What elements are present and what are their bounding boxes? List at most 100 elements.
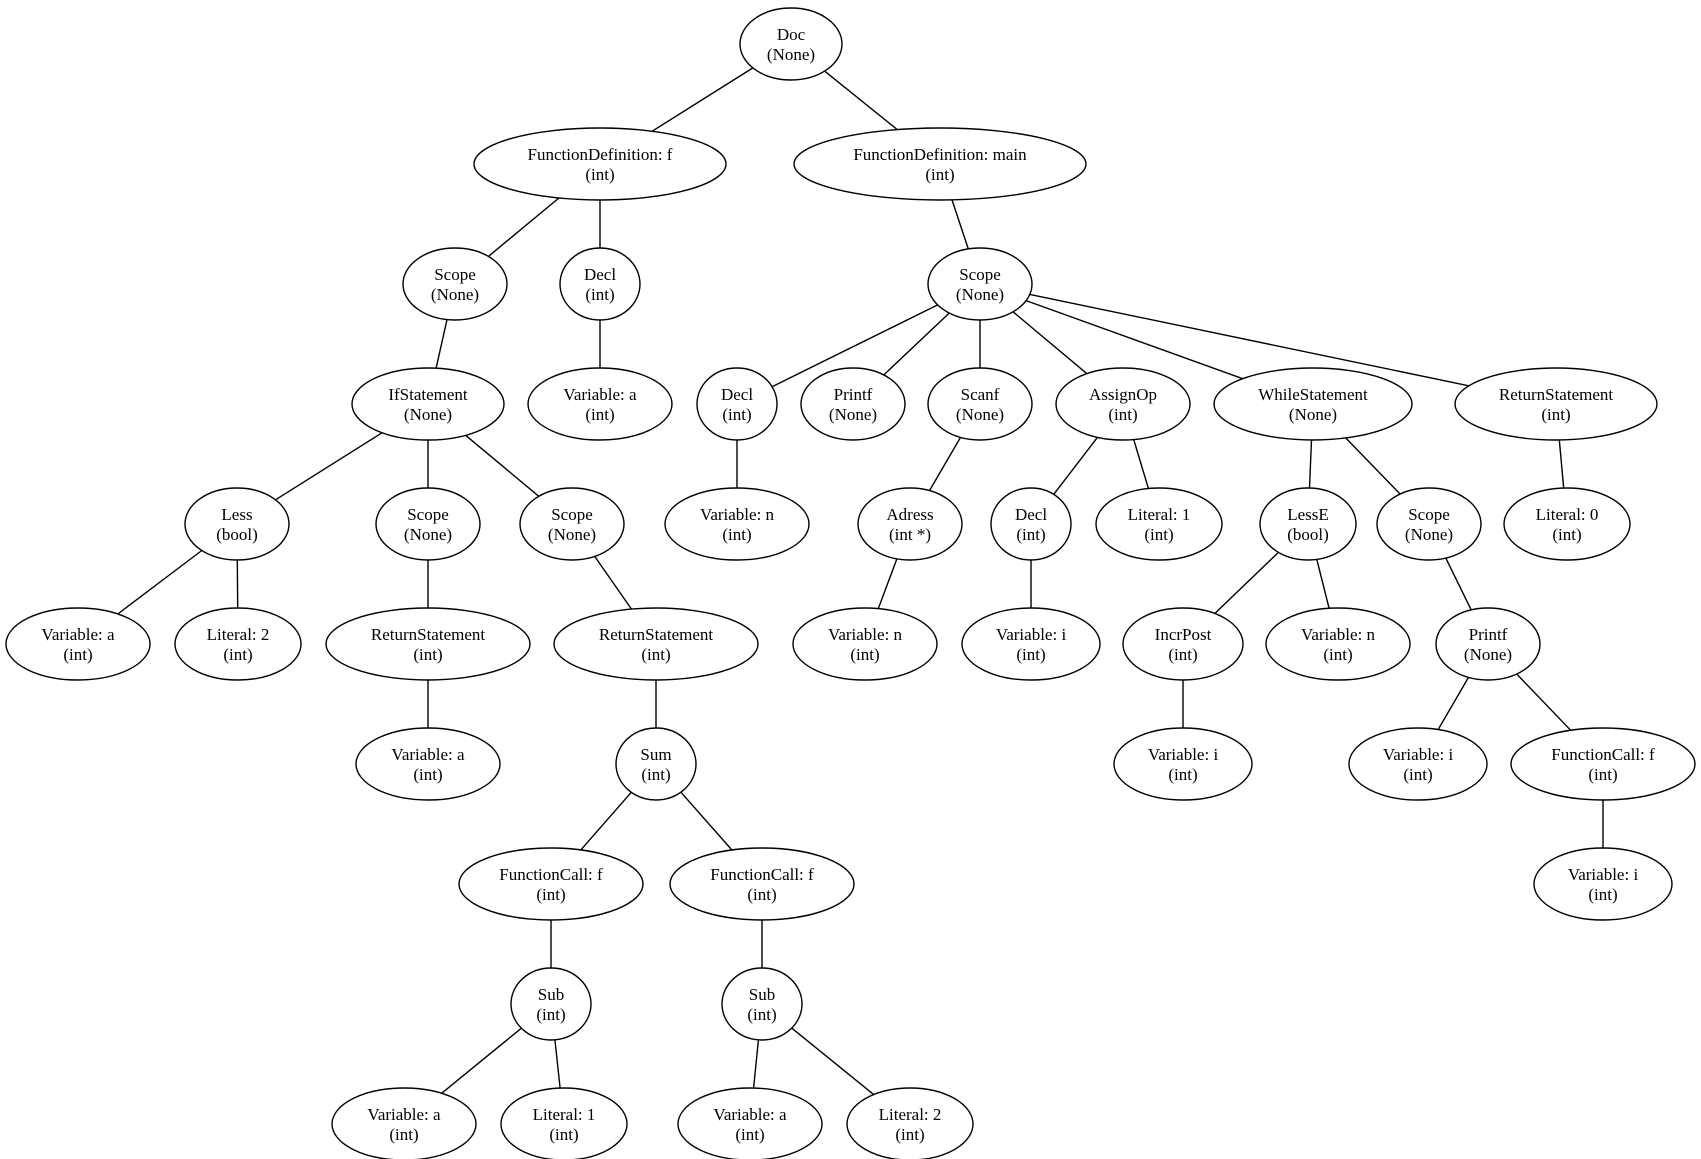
node-ellipse (559, 247, 641, 321)
edge-doc-to-fdef-main (824, 70, 898, 131)
node-ret-1: ReturnStatement(int) (325, 607, 531, 681)
edge-f-scope-to-ifstmt (435, 319, 448, 369)
node-ellipse (1122, 607, 1244, 681)
node-assignop: AssignOp(int) (1055, 367, 1191, 441)
edge-sub-1-to-sub-1-var-a (441, 1027, 522, 1094)
node-type-label: (None) (767, 45, 815, 64)
node-name-label: Sum (640, 745, 671, 764)
edge-sub-2-to-sub-2-var-a (752, 1039, 760, 1089)
node-type-label: (int) (722, 405, 751, 424)
node-name-label: Scope (407, 505, 449, 524)
node-fcall-1: FunctionCall: f(int) (458, 847, 644, 921)
edge-while-printf-to-while-printf-var-i (1437, 677, 1470, 730)
node-ellipse (1533, 847, 1673, 921)
node-main-printf: Printf(None) (800, 367, 906, 441)
node-type-label: (int) (549, 1125, 578, 1144)
node-ellipse (1435, 607, 1541, 681)
node-name-label: ReturnStatement (1499, 385, 1614, 404)
node-adress-var-n: Variable: n(int) (792, 607, 938, 681)
node-name-label: Variable: i (1148, 745, 1219, 764)
node-type-label: (None) (548, 525, 596, 544)
node-type-label: (int) (585, 285, 614, 304)
node-name-label: Variable: a (391, 745, 465, 764)
edge-adress-to-adress-var-n (877, 558, 898, 609)
edge-main-scope-to-while (1025, 299, 1243, 380)
node-type-label: (int) (641, 645, 670, 664)
node-ellipse (5, 607, 151, 681)
node-type-label: (None) (829, 405, 877, 424)
node-main-ret-lit-0: Literal: 0(int) (1503, 487, 1631, 561)
node-type-label: (None) (956, 405, 1004, 424)
node-type-label: (None) (1289, 405, 1337, 424)
edge-main-scope-to-assignop (1012, 311, 1088, 375)
node-name-label: Variable: n (700, 505, 775, 524)
node-name-label: Literal: 2 (207, 625, 270, 644)
edge-assignop-to-assign-lit-1 (1133, 439, 1150, 489)
edge-while-to-while-scope (1345, 437, 1401, 495)
tree-nodes: Doc(None)FunctionDefinition: f(int)Funct… (5, 7, 1696, 1159)
node-ellipse (615, 727, 697, 801)
node-assign-decl-var-i: Variable: i(int) (961, 607, 1101, 681)
node-type-label: (int) (1588, 885, 1617, 904)
node-ellipse (527, 367, 673, 441)
node-ellipse (927, 367, 1033, 441)
edge-less-to-less-var-a (117, 549, 203, 615)
node-incrpost-var-i: Variable: i(int) (1113, 727, 1253, 801)
edge-if-scope-2-to-ret-2 (594, 555, 633, 610)
node-name-label: Sub (749, 985, 775, 1004)
node-scanf: Scanf(None) (927, 367, 1033, 441)
node-ellipse (677, 1087, 823, 1159)
node-type-label: (bool) (1287, 525, 1329, 544)
node-name-label: FunctionCall: f (499, 865, 603, 884)
node-ellipse (1510, 727, 1696, 801)
node-ellipse (1213, 367, 1413, 441)
node-ellipse (351, 367, 505, 441)
node-while-printf-var-i: Variable: i(int) (1348, 727, 1488, 801)
node-name-label: Literal: 1 (1128, 505, 1191, 524)
node-type-label: (int) (722, 525, 751, 544)
node-fcall-3: FunctionCall: f(int) (1510, 727, 1696, 801)
node-type-label: (int *) (889, 525, 931, 544)
node-type-label: (int) (1168, 645, 1197, 664)
node-assign-decl: Decl(int) (990, 487, 1072, 561)
node-name-label: Variable: n (1301, 625, 1376, 644)
node-name-label: Scope (434, 265, 476, 284)
edge-ifstmt-to-if-scope-2 (465, 434, 540, 497)
node-name-label: Variable: i (1568, 865, 1639, 884)
node-name-label: ReturnStatement (371, 625, 486, 644)
node-ellipse (793, 127, 1087, 201)
node-ellipse (355, 727, 501, 801)
node-main-scope: Scope(None) (927, 247, 1033, 321)
node-main-ret: ReturnStatement(int) (1454, 367, 1658, 441)
node-ellipse (961, 607, 1101, 681)
node-name-label: LessE (1287, 505, 1329, 524)
node-name-label: Less (221, 505, 252, 524)
node-name-label: Decl (1015, 505, 1047, 524)
node-ellipse (174, 607, 302, 681)
node-lesse-var-n: Variable: n(int) (1265, 607, 1411, 681)
node-type-label: (bool) (216, 525, 258, 544)
node-ellipse (1055, 367, 1191, 441)
edge-ifstmt-to-less (275, 432, 383, 501)
node-ellipse (402, 247, 508, 321)
node-ellipse (458, 847, 644, 921)
node-less-lit-2: Literal: 2(int) (174, 607, 302, 681)
node-name-label: Adress (886, 505, 933, 524)
node-ellipse (553, 607, 759, 681)
node-name-label: ReturnStatement (599, 625, 714, 644)
node-name-label: Variable: a (713, 1105, 787, 1124)
edge-while-printf-to-fcall-3 (1516, 673, 1572, 731)
node-type-label: (int) (1552, 525, 1581, 544)
node-ellipse (1454, 367, 1658, 441)
node-ellipse (721, 967, 803, 1041)
node-ellipse (1503, 487, 1631, 561)
node-ellipse (846, 1087, 974, 1159)
node-ellipse (927, 247, 1033, 321)
tree-edges (117, 67, 1604, 1096)
node-f-scope: Scope(None) (402, 247, 508, 321)
node-while-scope: Scope(None) (1376, 487, 1482, 561)
node-name-label: Printf (834, 385, 873, 404)
node-type-label: (int) (585, 165, 614, 184)
node-fdef-f: FunctionDefinition: f(int) (473, 127, 727, 201)
node-type-label: (int) (1403, 765, 1432, 784)
